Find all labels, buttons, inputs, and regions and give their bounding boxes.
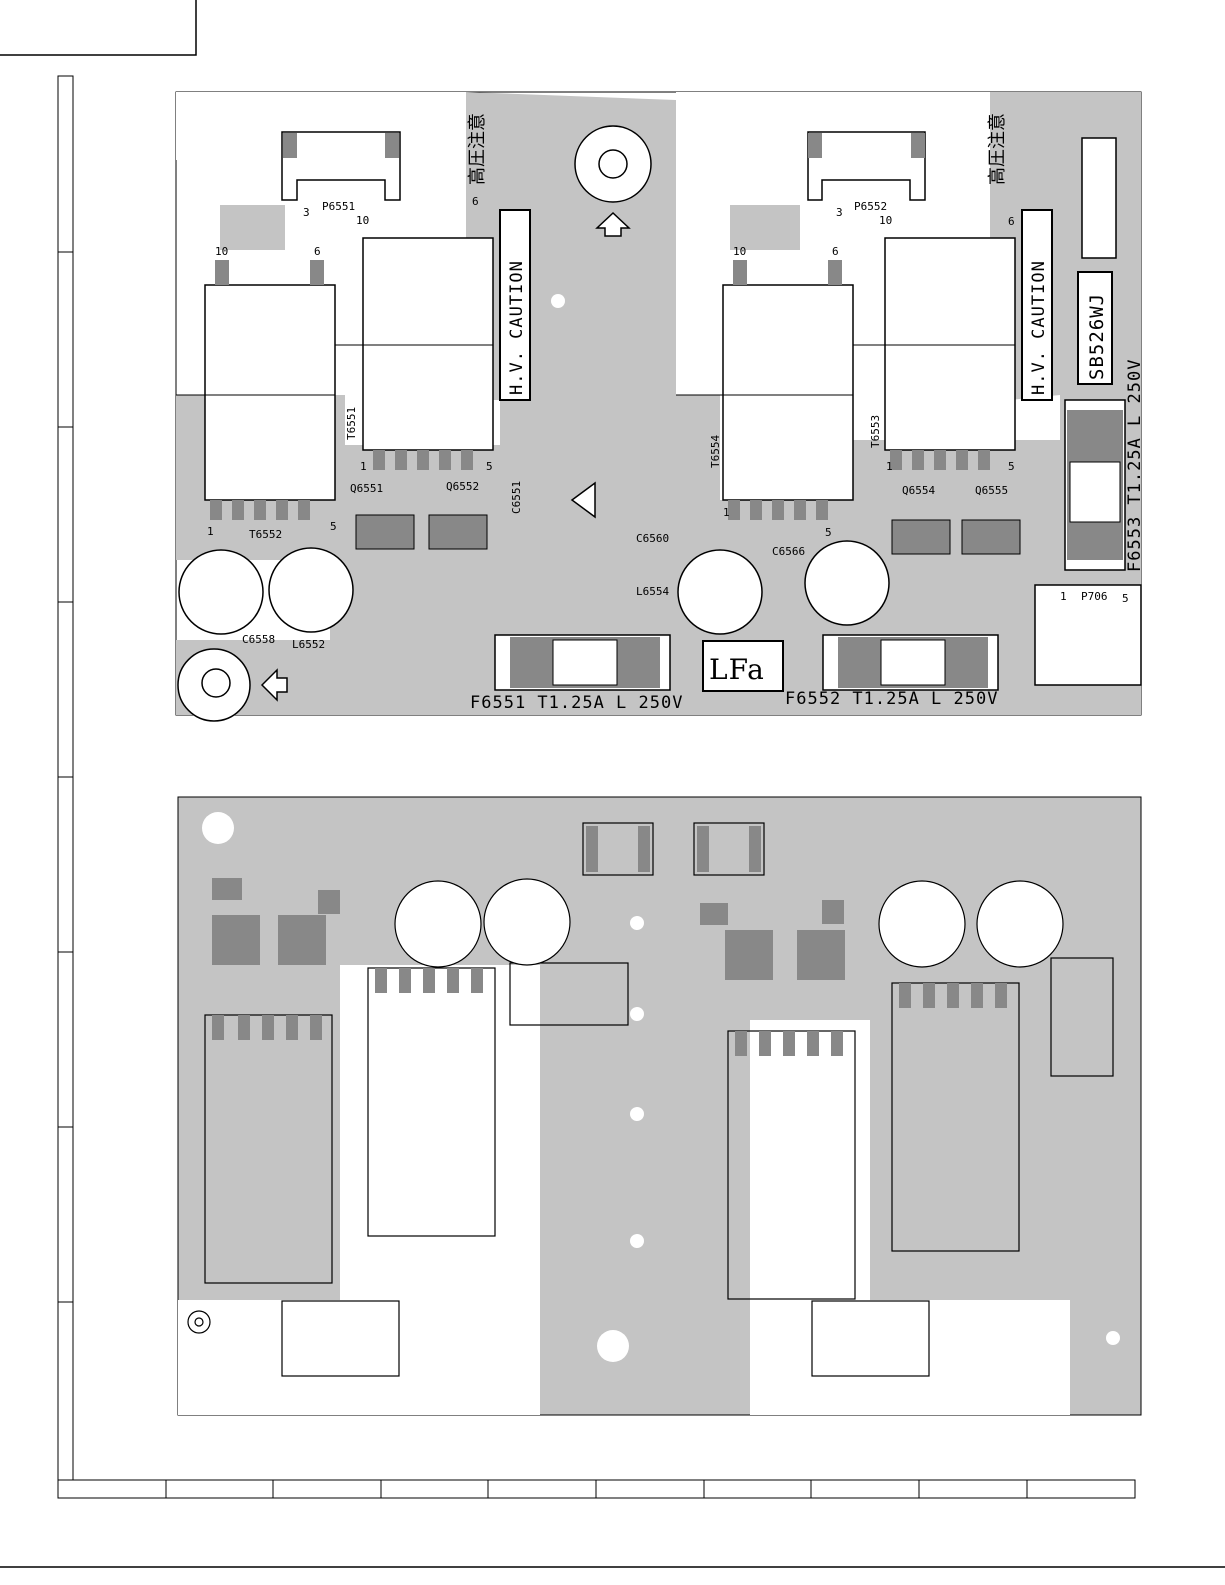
label-q6555: Q6555	[975, 484, 1008, 497]
label-c6558: C6558	[242, 633, 275, 646]
pin-label: 1	[723, 506, 730, 519]
caution-right: H.V. CAUTION	[1029, 260, 1049, 395]
pin-label: 6	[314, 245, 321, 258]
label-c6566: C6566	[772, 545, 805, 558]
pin-label: 6	[832, 245, 839, 258]
caution-cjk-right: 高圧注意	[987, 113, 1008, 185]
pin-label: 1	[360, 460, 367, 473]
bottom-board	[178, 797, 1141, 1415]
pin-label: 10	[215, 245, 228, 258]
label-t6553: T6553	[869, 415, 882, 448]
label-t6551: T6551	[345, 407, 358, 440]
label-f6552: F6552 T1.25A L 250V	[785, 689, 998, 709]
pin-label: 5	[1008, 460, 1015, 473]
label-t6554: T6554	[709, 435, 722, 468]
pin-label: 3	[303, 206, 310, 219]
pin-label: 1	[207, 525, 214, 538]
label-l6552: L6552	[292, 638, 325, 651]
caution-cjk-left: 高圧注意	[467, 113, 488, 185]
label-lf-mark: LFa	[709, 653, 765, 686]
label-q6554: Q6554	[902, 484, 935, 497]
label-q6551: Q6551	[350, 482, 383, 495]
label-c6560: C6560	[636, 532, 669, 545]
pin-label: 1	[886, 460, 893, 473]
board-id: SB526WJ	[1086, 293, 1108, 380]
pin-label: 5	[330, 520, 337, 533]
pin-label: 6	[472, 195, 479, 208]
pin-label: 10	[879, 214, 892, 227]
label-p706: P706	[1081, 590, 1108, 603]
label-l6554: L6554	[636, 585, 669, 598]
label-p6552: P6552	[854, 200, 887, 213]
pin-label: 5	[1122, 592, 1129, 605]
top-board: P6551 P6552 P706 T6552 Q6551 Q6552 Q6554…	[176, 92, 1145, 721]
label-f6551: F6551 T1.25A L 250V	[470, 693, 683, 713]
label-q6552: Q6552	[446, 480, 479, 493]
pin-label: 6	[1008, 215, 1015, 228]
label-c6551: C6551	[510, 481, 523, 514]
label-p6551: P6551	[322, 200, 355, 213]
caution-left: H.V. CAUTION	[507, 260, 527, 395]
pin-label: 10	[356, 214, 369, 227]
pin-label: 5	[825, 526, 832, 539]
pin-label: 5	[486, 460, 493, 473]
pin-label: 10	[733, 245, 746, 258]
pin-label: 1	[1060, 590, 1067, 603]
label-f6553: F6553 T1.25A L 250V	[1125, 359, 1145, 572]
pin-label: 3	[836, 206, 843, 219]
label-t6552: T6552	[249, 528, 282, 541]
